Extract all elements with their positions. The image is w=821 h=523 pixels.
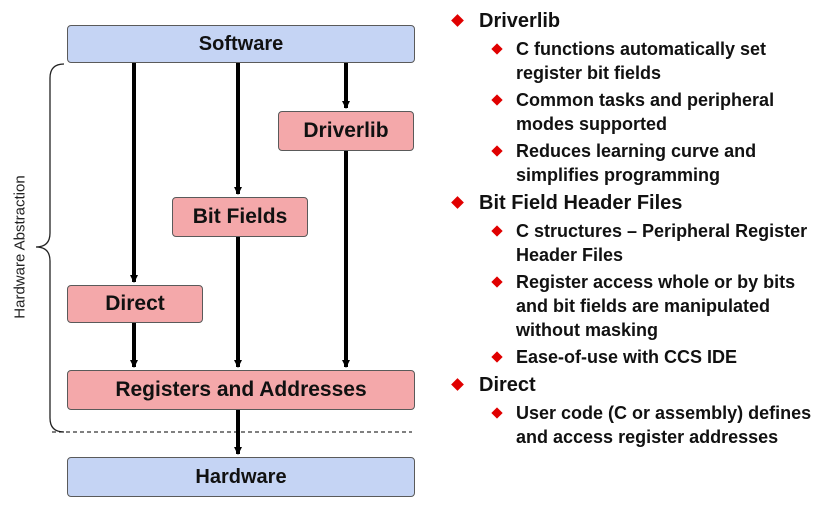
section-driverlib: Driverlib C functions automatically set … — [448, 8, 818, 187]
red-diamond-bullet-icon — [451, 378, 464, 391]
abstraction-diagram: Hardware Abstraction Software Driverlib … — [12, 25, 415, 497]
registers-box: Registers and Addresses — [67, 370, 415, 410]
red-diamond-bullet-icon — [491, 276, 503, 288]
diagram-connectors — [35, 63, 412, 455]
section-heading: Driverlib — [448, 8, 818, 34]
driverlib-box: Driverlib — [278, 111, 414, 151]
red-diamond-bullet-icon — [491, 145, 503, 157]
red-diamond-bullet-icon — [451, 14, 464, 27]
hardware-box: Hardware — [67, 457, 415, 497]
list-item: Common tasks and peripheral modes suppor… — [448, 88, 818, 136]
section-bit-field-header-files: Bit Field Header Files C structures – Pe… — [448, 190, 818, 369]
list-item: Reduces learning curve and simplifies pr… — [448, 139, 818, 187]
list-item: C functions automatically set register b… — [448, 37, 818, 85]
red-diamond-bullet-icon — [491, 43, 503, 55]
abstraction-brace — [35, 63, 65, 433]
red-diamond-bullet-icon — [451, 196, 464, 209]
list-item: User code (C or assembly) defines and ac… — [448, 401, 818, 449]
section-direct: Direct User code (C or assembly) defines… — [448, 372, 818, 449]
list-item: Register access whole or by bits and bit… — [448, 270, 818, 342]
direct-box: Direct — [67, 285, 203, 323]
section-heading: Direct — [448, 372, 818, 398]
red-diamond-bullet-icon — [491, 225, 503, 237]
bit-fields-box: Bit Fields — [172, 197, 308, 237]
list-item: Ease-of-use with CCS IDE — [448, 345, 818, 369]
red-diamond-bullet-icon — [491, 407, 503, 419]
red-diamond-bullet-icon — [491, 94, 503, 106]
section-heading: Bit Field Header Files — [448, 190, 818, 216]
software-box: Software — [67, 25, 415, 63]
red-diamond-bullet-icon — [491, 351, 503, 363]
bullet-list: Driverlib C functions automatically set … — [448, 8, 818, 449]
list-item: C structures – Peripheral Register Heade… — [448, 219, 818, 267]
